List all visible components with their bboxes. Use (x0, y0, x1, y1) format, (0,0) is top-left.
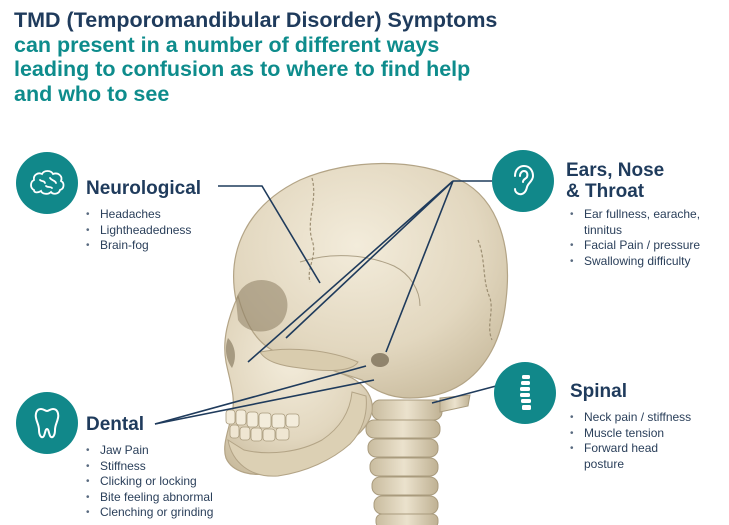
list-item: Muscle tension (570, 426, 691, 442)
list-item: Facial Pain / pressure (570, 238, 700, 254)
ear-canal (371, 353, 389, 367)
ear-icon (514, 164, 535, 196)
dental-title: Dental (86, 414, 145, 435)
list-item: Neck pain / stiffness (570, 410, 691, 426)
brain-icon (30, 170, 65, 195)
list-item: Stiffness (86, 459, 213, 475)
dental-list: Jaw Pain Stiffness Clicking or locking B… (86, 443, 213, 521)
spinal-badge (494, 362, 556, 424)
neurological-list: Headaches Lightheadedness Brain-fog (86, 207, 191, 254)
neurological-title: Neurological (86, 178, 202, 199)
list-item: tinnitus (584, 222, 623, 237)
cervical-spine (365, 394, 471, 525)
eye-socket (236, 280, 288, 332)
lower-teeth (229, 424, 290, 442)
ent-title-line-2: & Throat (566, 181, 645, 202)
tooth-icon (34, 408, 60, 439)
ent-title-line-1: Ears, Nose (566, 160, 665, 181)
ent-badge (492, 150, 554, 212)
title-line-4: and who to see (14, 81, 170, 106)
list-item: Clenching or grinding (86, 505, 213, 521)
neurological-badge (16, 152, 78, 214)
page-title: TMD (Temporomandibular Disorder) Symptom… (14, 8, 574, 106)
title-line-3: leading to confusion as to where to find… (14, 57, 471, 81)
list-item: Lightheadedness (86, 223, 191, 239)
nasal-cavity (225, 338, 235, 368)
list-item: Ear fullness, earache, (570, 207, 700, 223)
list-item: Swallowing difficulty (570, 254, 700, 270)
list-item: Headaches (86, 207, 191, 223)
ent-title: Ears, Nose & Throat (566, 160, 664, 202)
list-item: Jaw Pain (86, 443, 213, 459)
list-item: Forward head (570, 441, 691, 457)
list-item: Bite feeling abnormal (86, 490, 213, 506)
title-line-2: can present in a number of different way… (14, 32, 440, 57)
list-item: Brain-fog (86, 238, 191, 254)
ent-list: Ear fullness, earache, tinnitus Facial P… (570, 207, 700, 269)
spinal-list: Neck pain / stiffness Muscle tension For… (570, 410, 691, 472)
spine-icon (520, 375, 531, 410)
dental-badge (16, 392, 78, 454)
list-item: posture (584, 456, 625, 471)
spinal-title: Spinal (570, 381, 628, 402)
list-item: Clicking or locking (86, 474, 213, 490)
title-line-1: TMD (Temporomandibular Disorder) Symptom… (14, 8, 498, 32)
